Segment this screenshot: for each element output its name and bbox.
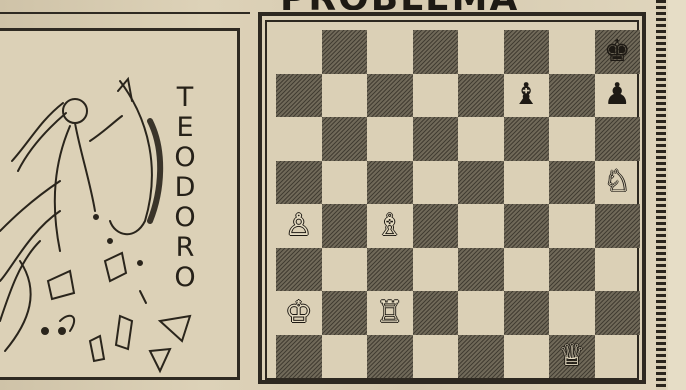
- white-knight-piece: ♘: [604, 167, 631, 197]
- caption-letter: E: [176, 113, 193, 143]
- board-square: [367, 248, 413, 292]
- board-square: [413, 248, 459, 292]
- top-rule: [0, 0, 250, 14]
- board-square: [504, 30, 550, 74]
- board-square: [276, 161, 322, 205]
- board-square: [549, 204, 595, 248]
- board-square: [367, 74, 413, 118]
- board-square: [276, 117, 322, 161]
- board-square: [504, 291, 550, 335]
- board-square: [504, 204, 550, 248]
- board-square: [367, 30, 413, 74]
- white-pawn-piece: ♙: [285, 211, 312, 241]
- board-square: [458, 291, 504, 335]
- black-bishop-piece: ♝: [513, 80, 540, 110]
- board-square: [595, 335, 641, 379]
- caption-letter: O: [174, 263, 195, 293]
- board-square: [413, 74, 459, 118]
- page-margin: [668, 0, 686, 390]
- board-square: [504, 335, 550, 379]
- caption-letter: O: [174, 143, 195, 173]
- board-square: [549, 248, 595, 292]
- caption-letter: O: [174, 203, 195, 233]
- board-square: [367, 161, 413, 205]
- board-square: [322, 161, 368, 205]
- board-square: [276, 30, 322, 74]
- board-square: [276, 248, 322, 292]
- board-square: [413, 291, 459, 335]
- board-square: [413, 30, 459, 74]
- board-square: [549, 161, 595, 205]
- board-square: [458, 117, 504, 161]
- illustration-panel: T E O D O R O: [0, 28, 240, 380]
- board-square: ♗: [367, 204, 413, 248]
- board-square: [458, 335, 504, 379]
- board-square: ♘: [595, 161, 641, 205]
- board-square: [549, 74, 595, 118]
- board-square: [367, 335, 413, 379]
- board-square: [322, 74, 368, 118]
- board-square: ♖: [367, 291, 413, 335]
- board-square: ♚: [595, 30, 641, 74]
- board-square: ♝: [504, 74, 550, 118]
- board-square: [322, 30, 368, 74]
- caption-letter: D: [175, 173, 196, 203]
- board-square: ♙: [276, 204, 322, 248]
- board-square: [458, 30, 504, 74]
- banner-title: PROBLEMA: [280, 0, 519, 10]
- board-square: [413, 204, 459, 248]
- caption-letter: T: [177, 83, 194, 113]
- white-king-piece: ♔: [285, 298, 312, 328]
- column-rule: [656, 0, 666, 390]
- board-square: ♔: [276, 291, 322, 335]
- board-square: [549, 291, 595, 335]
- board-square: [549, 30, 595, 74]
- board-square: ♟: [595, 74, 641, 118]
- board-square: [595, 248, 641, 292]
- board-square: [458, 248, 504, 292]
- board-square: [322, 291, 368, 335]
- board-square: [458, 161, 504, 205]
- board-square: [504, 117, 550, 161]
- board-square: [504, 161, 550, 205]
- board-square: [413, 117, 459, 161]
- board-square: [322, 248, 368, 292]
- board-square: [413, 335, 459, 379]
- black-king-piece: ♚: [604, 37, 631, 67]
- board-square: [276, 335, 322, 379]
- board-square: [322, 335, 368, 379]
- board-square: [595, 204, 641, 248]
- header-banner: PROBLEMA: [250, 0, 650, 10]
- board-square: [504, 248, 550, 292]
- board-square: [413, 161, 459, 205]
- board-square: [595, 291, 641, 335]
- caption-letter: R: [176, 233, 195, 263]
- board-square: [595, 117, 641, 161]
- board-square: [458, 204, 504, 248]
- board-square: ♕: [549, 335, 595, 379]
- board-square: [322, 117, 368, 161]
- white-rook-piece: ♖: [376, 298, 403, 328]
- white-bishop-piece: ♗: [376, 211, 403, 241]
- vertical-caption: T E O D O R O: [170, 83, 200, 293]
- board-square: [367, 117, 413, 161]
- white-queen-piece: ♕: [558, 341, 585, 371]
- chess-board: ♚ ♝ ♟ ♘ ♙ ♗ ♔ ♖ ♕: [276, 30, 640, 378]
- board-square: [458, 74, 504, 118]
- board-square: [549, 117, 595, 161]
- black-pawn-piece: ♟: [604, 80, 631, 110]
- allegorical-figure-drawing: [0, 31, 240, 380]
- board-square: [276, 74, 322, 118]
- board-square: [322, 204, 368, 248]
